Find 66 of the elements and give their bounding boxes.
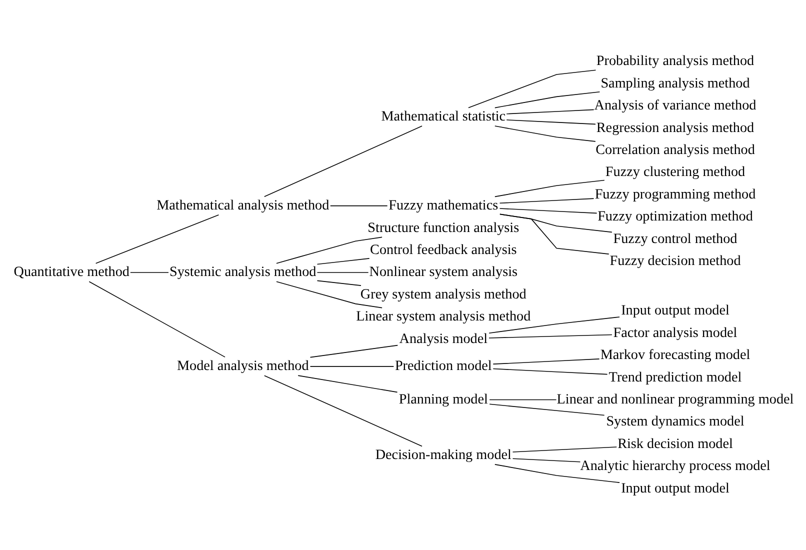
node-text: Markov forecasting model	[600, 347, 750, 364]
node-text: Fuzzy optimization method	[597, 208, 752, 225]
connector	[309, 366, 394, 367]
connector	[488, 399, 556, 400]
connector	[498, 198, 594, 204]
node-text: Correlation analysis method	[595, 142, 754, 158]
connector	[329, 205, 388, 206]
node-text: System dynamics model	[606, 414, 744, 430]
node-text: Fuzzy decision method	[609, 253, 740, 270]
node-text: Control feedback analysis	[370, 242, 516, 258]
connector	[492, 368, 608, 375]
connector	[494, 91, 600, 108]
node-text: Sampling analysis method	[600, 75, 750, 92]
node-text: Analytic hierarchy process model	[580, 458, 770, 474]
connector	[498, 208, 597, 214]
node-text: Quantitative method	[13, 264, 129, 280]
node-text: Linear and nonlinear programming model	[556, 392, 794, 408]
node-text: Fuzzy control method	[612, 230, 737, 247]
node-text: Fuzzy clustering method	[604, 164, 745, 180]
connector	[276, 281, 382, 308]
connector	[130, 272, 168, 273]
node-text: Risk decision model	[617, 436, 732, 452]
node-text: Grey system analysis method	[360, 286, 526, 302]
node-text: Model analysis method	[176, 358, 308, 374]
connector	[494, 180, 604, 198]
node-text: Input output model	[620, 302, 729, 319]
node-text: Prediction model	[394, 358, 492, 374]
node-text: Planning model	[398, 392, 488, 408]
node-text: Linear system analysis method	[356, 308, 530, 325]
node-text: Nonlinear system analysis	[368, 264, 518, 280]
node-text: Fuzzy programming method	[594, 186, 756, 202]
connector	[506, 109, 594, 114]
node-text: Probability analysis method	[596, 53, 754, 70]
connector	[94, 214, 219, 264]
connector	[316, 272, 368, 273]
connector	[468, 70, 596, 108]
connector	[316, 258, 370, 265]
node-text: Mathematical analysis method	[156, 198, 329, 214]
node-text: Systemic analysis method	[169, 264, 316, 280]
connector	[488, 316, 620, 334]
connector	[263, 375, 422, 447]
connector	[494, 126, 596, 142]
connector	[506, 120, 596, 125]
node-text: Analysis of variance method	[594, 98, 756, 114]
connector	[512, 446, 617, 452]
connector	[512, 458, 580, 462]
node-text: Fuzzy mathematics	[388, 198, 498, 214]
connector	[309, 344, 398, 358]
connector	[492, 358, 600, 364]
node-text: Analysis model	[398, 330, 488, 347]
connector	[263, 126, 422, 198]
connector	[494, 464, 620, 483]
connector	[297, 375, 398, 393]
node-text: Decision-making model	[374, 447, 511, 464]
node-text: Regression analysis method	[596, 120, 754, 136]
node-text: Factor analysis model	[612, 324, 737, 341]
connector	[276, 236, 382, 264]
connector	[488, 404, 604, 416]
node-text: Trend prediction model	[608, 369, 742, 386]
connector	[488, 334, 612, 338]
node-text: Mathematical statistic	[380, 108, 506, 125]
connector	[88, 281, 225, 358]
node-text: Input output model	[620, 480, 729, 496]
connector	[316, 280, 361, 286]
connector	[499, 214, 609, 254]
node-text: Structure function analysis	[367, 220, 519, 236]
